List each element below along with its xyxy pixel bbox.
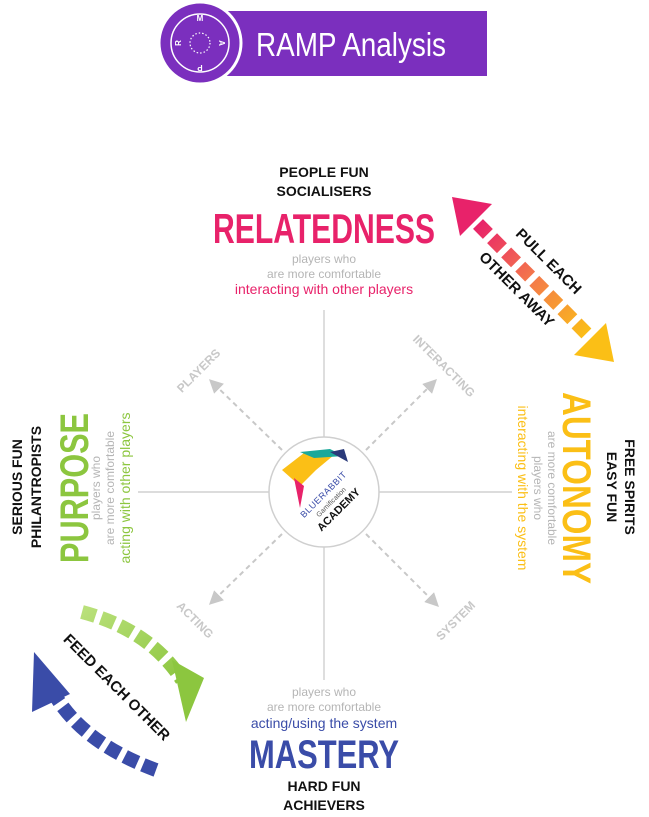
purpose-section: SERIOUS FUN PHILANTROPISTS PURPOSE playe… <box>9 413 133 564</box>
logo-rabbit-pink <box>294 478 304 508</box>
feed-arrow-blue <box>45 686 159 777</box>
ramp-badge-ring <box>170 13 230 73</box>
ramp-badge-dots <box>189 32 211 54</box>
axes <box>138 310 512 680</box>
pull-arrow-shaft <box>473 219 593 340</box>
badge-letter-a: A <box>217 40 226 46</box>
axis-label-acting: ACTING <box>174 599 216 641</box>
mastery-desc2: are more comfortable <box>267 700 381 714</box>
badge-letter-m: M <box>197 14 204 23</box>
autonomy-title: AUTONOMY <box>554 392 598 584</box>
purpose-fun: SERIOUS FUN <box>9 439 25 535</box>
feed-arrow-blue-head <box>32 652 70 712</box>
purpose-type: PHILANTROPISTS <box>28 426 44 548</box>
axis-label-players: PLAYERS <box>174 346 223 395</box>
arrow-interacting <box>365 379 437 451</box>
relatedness-fun: PEOPLE FUN <box>279 164 368 180</box>
autonomy-desc2: are more comfortable <box>545 431 559 545</box>
header: M A P R RAMP Analysis <box>157 0 487 86</box>
mastery-type: ACHIEVERS <box>283 797 365 813</box>
arrow-acting <box>208 533 283 605</box>
relatedness-desc1: players who <box>292 252 356 266</box>
arrow-system <box>365 533 439 607</box>
relatedness-desc3: interacting with other players <box>235 281 413 297</box>
logo-rabbit-yellow <box>282 453 334 486</box>
relatedness-title: RELATEDNESS <box>213 205 435 252</box>
autonomy-type: FREE SPIRITS <box>622 439 638 535</box>
feed-arrow-green-head <box>172 660 204 722</box>
axis-label-system: SYSTEM <box>433 598 478 643</box>
pull-arrow: PULL EACH OTHER AWAY <box>452 197 614 362</box>
autonomy-fun: EASY FUN <box>604 452 620 523</box>
purpose-desc3: acting with other players <box>117 413 133 564</box>
arrow-players <box>208 379 283 451</box>
header-bar <box>195 11 487 76</box>
autonomy-section: interacting with the system players who … <box>515 392 638 584</box>
purpose-title: PURPOSE <box>53 413 97 563</box>
page-title: RAMP Analysis <box>256 26 446 63</box>
pull-arrow-head-top <box>452 197 492 236</box>
autonomy-desc1: players who <box>531 456 545 520</box>
purpose-desc2: are more comfortable <box>103 431 117 545</box>
pull-arrow-head-bottom <box>574 323 614 362</box>
logo-rabbit-teal <box>300 449 344 458</box>
relatedness-type: SOCIALISERS <box>277 183 372 199</box>
relatedness-desc2: are more comfortable <box>267 267 381 281</box>
diagonal-arrows <box>208 379 439 607</box>
purpose-desc1: players who <box>89 456 103 520</box>
relatedness-section: PEOPLE FUN SOCIALISERS RELATEDNESS playe… <box>213 164 435 297</box>
autonomy-desc3: interacting with the system <box>515 406 531 571</box>
bluerabbit-logo: BLUERABBIT Gamification ACADEMY <box>268 436 380 548</box>
mastery-title: MASTERY <box>249 733 399 777</box>
logo-rabbit-navy <box>330 449 348 462</box>
mastery-desc1: players who <box>292 685 356 699</box>
feed-arrows: FEED EACH OTHER <box>32 605 204 777</box>
mastery-fun: HARD FUN <box>287 778 360 794</box>
mastery-section: players who are more comfortable acting/… <box>249 685 399 813</box>
badge-letter-r: R <box>174 40 183 46</box>
badge-letter-p: P <box>197 63 203 72</box>
axis-label-interacting: INTERACTING <box>410 332 478 400</box>
mastery-desc3: acting/using the system <box>251 715 397 731</box>
